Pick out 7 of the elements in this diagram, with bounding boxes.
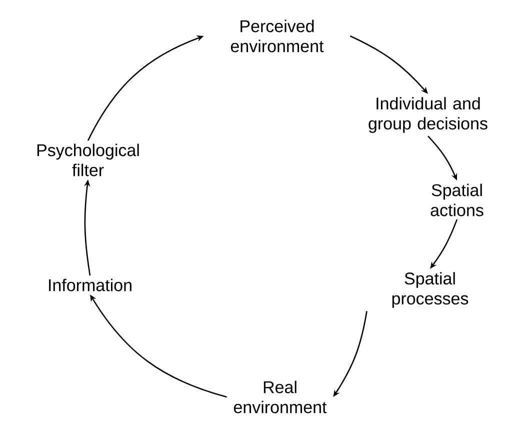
label-text: Spatial actions (430, 184, 484, 216)
label-text: Spatial processes (392, 272, 468, 308)
label-text: Information (49, 278, 132, 292)
label-text: Real environment (234, 380, 327, 414)
label-text: Individual and group decisions (368, 97, 488, 133)
label-text: Perceived environment (230, 20, 324, 52)
label-text: Psychological filter (37, 144, 139, 176)
